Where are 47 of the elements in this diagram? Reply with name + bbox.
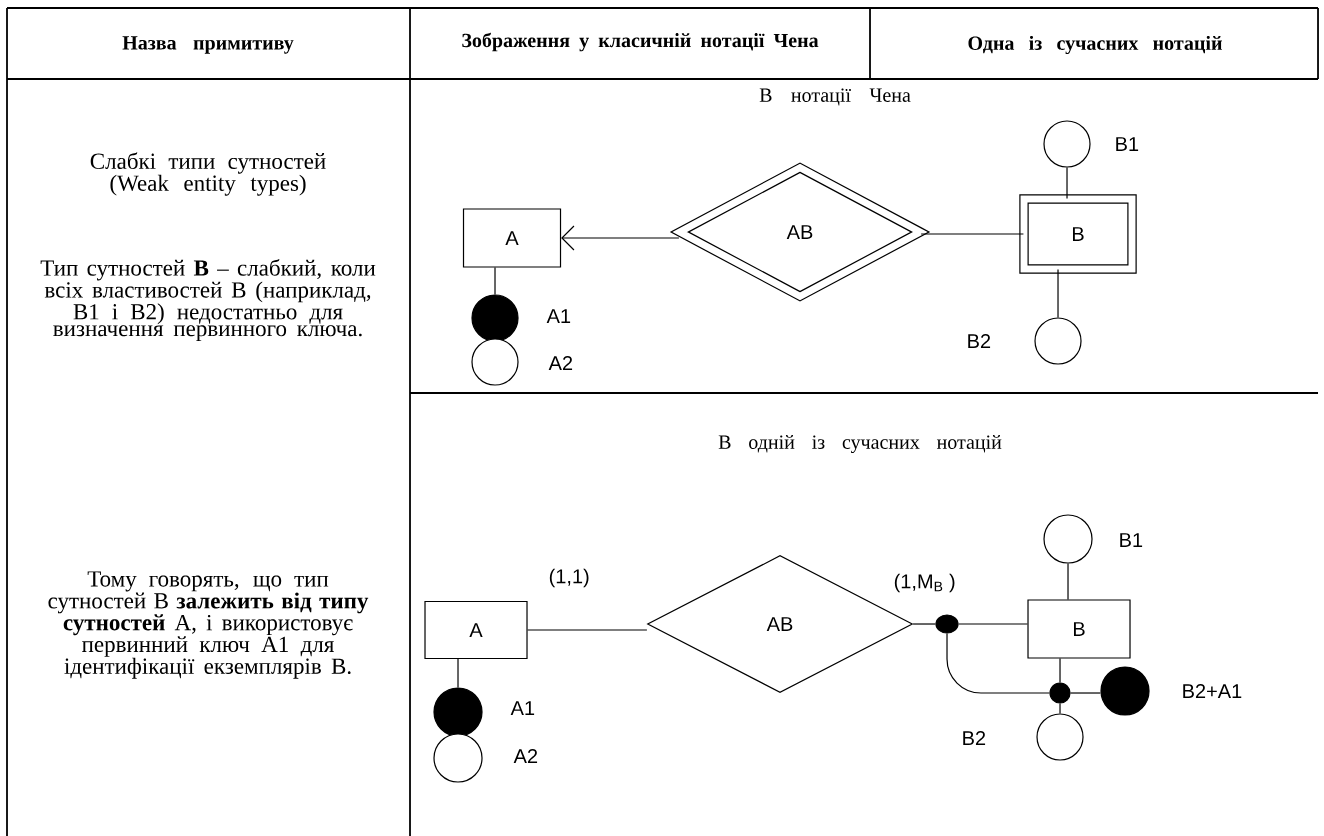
key-attribute-circle	[433, 687, 483, 737]
connector-line	[1067, 563, 1069, 600]
junction-dot	[935, 614, 959, 634]
entity-box: A	[462, 208, 562, 268]
connector-line	[527, 629, 648, 631]
connector-line	[1057, 269, 1059, 318]
attribute-label: A1	[546, 309, 571, 323]
connector-line	[912, 623, 936, 625]
connector-line	[920, 233, 1024, 235]
connector-line	[457, 658, 459, 688]
attribute-label: B1	[1120, 533, 1143, 547]
arrow	[561, 225, 680, 251]
paragraph: Тому говорять, що тип сутностей В залежить від типу сутностей А, і використовує первинний ключ А1 для ідентифікації екземплярів В.	[48, 571, 369, 679]
connector-line	[494, 267, 496, 295]
attribute-circle	[1036, 713, 1084, 761]
attribute-circle	[1034, 317, 1082, 365]
attribute-label: A2	[513, 749, 538, 763]
connector-line	[1059, 658, 1061, 683]
attribute-label: A1	[510, 701, 535, 715]
attribute-label: B2	[968, 334, 991, 348]
connector-line	[958, 623, 1028, 625]
entity-box: A	[424, 600, 528, 660]
connector-line	[1066, 167, 1068, 199]
attribute-label: B2	[963, 731, 986, 745]
connector-line	[1070, 692, 1101, 694]
attribute-label: A2	[548, 356, 573, 370]
header-text: Одна із сучасних нотацій	[968, 35, 1222, 55]
cardinality-label: (1,1)	[549, 568, 589, 588]
paragraph: Слабкі типи сутностей (Weak entity types)	[90, 152, 326, 196]
connector-line	[1059, 703, 1061, 714]
attribute-label: B2+A1	[1183, 684, 1242, 698]
attribute-label: B1	[1116, 137, 1139, 151]
key-attribute-circle	[1100, 666, 1150, 716]
weak-entity-box: B	[1019, 194, 1137, 274]
key-attribute-circle	[471, 294, 519, 342]
attribute-circle	[471, 338, 519, 386]
section-title: В одній із сучасних нотацій	[718, 435, 1002, 453]
header-text: Зображення у класичній нотації Чена	[462, 32, 819, 52]
attribute-circle	[1043, 514, 1093, 564]
connector-line	[946, 633, 1050, 694]
entity-box: B	[1027, 599, 1131, 659]
attribute-circle	[433, 733, 483, 783]
section-title: В нотації Чена	[759, 88, 911, 106]
attribute-circle	[1043, 120, 1091, 168]
header-text: Назва примитиву	[122, 36, 294, 54]
junction-dot	[1049, 682, 1071, 704]
paragraph: Тип сутностей В – слабкий, коли всіх властивостей В (наприклад, В1 і В2) недостатньо для визначення первинного ключа.	[40, 259, 376, 341]
